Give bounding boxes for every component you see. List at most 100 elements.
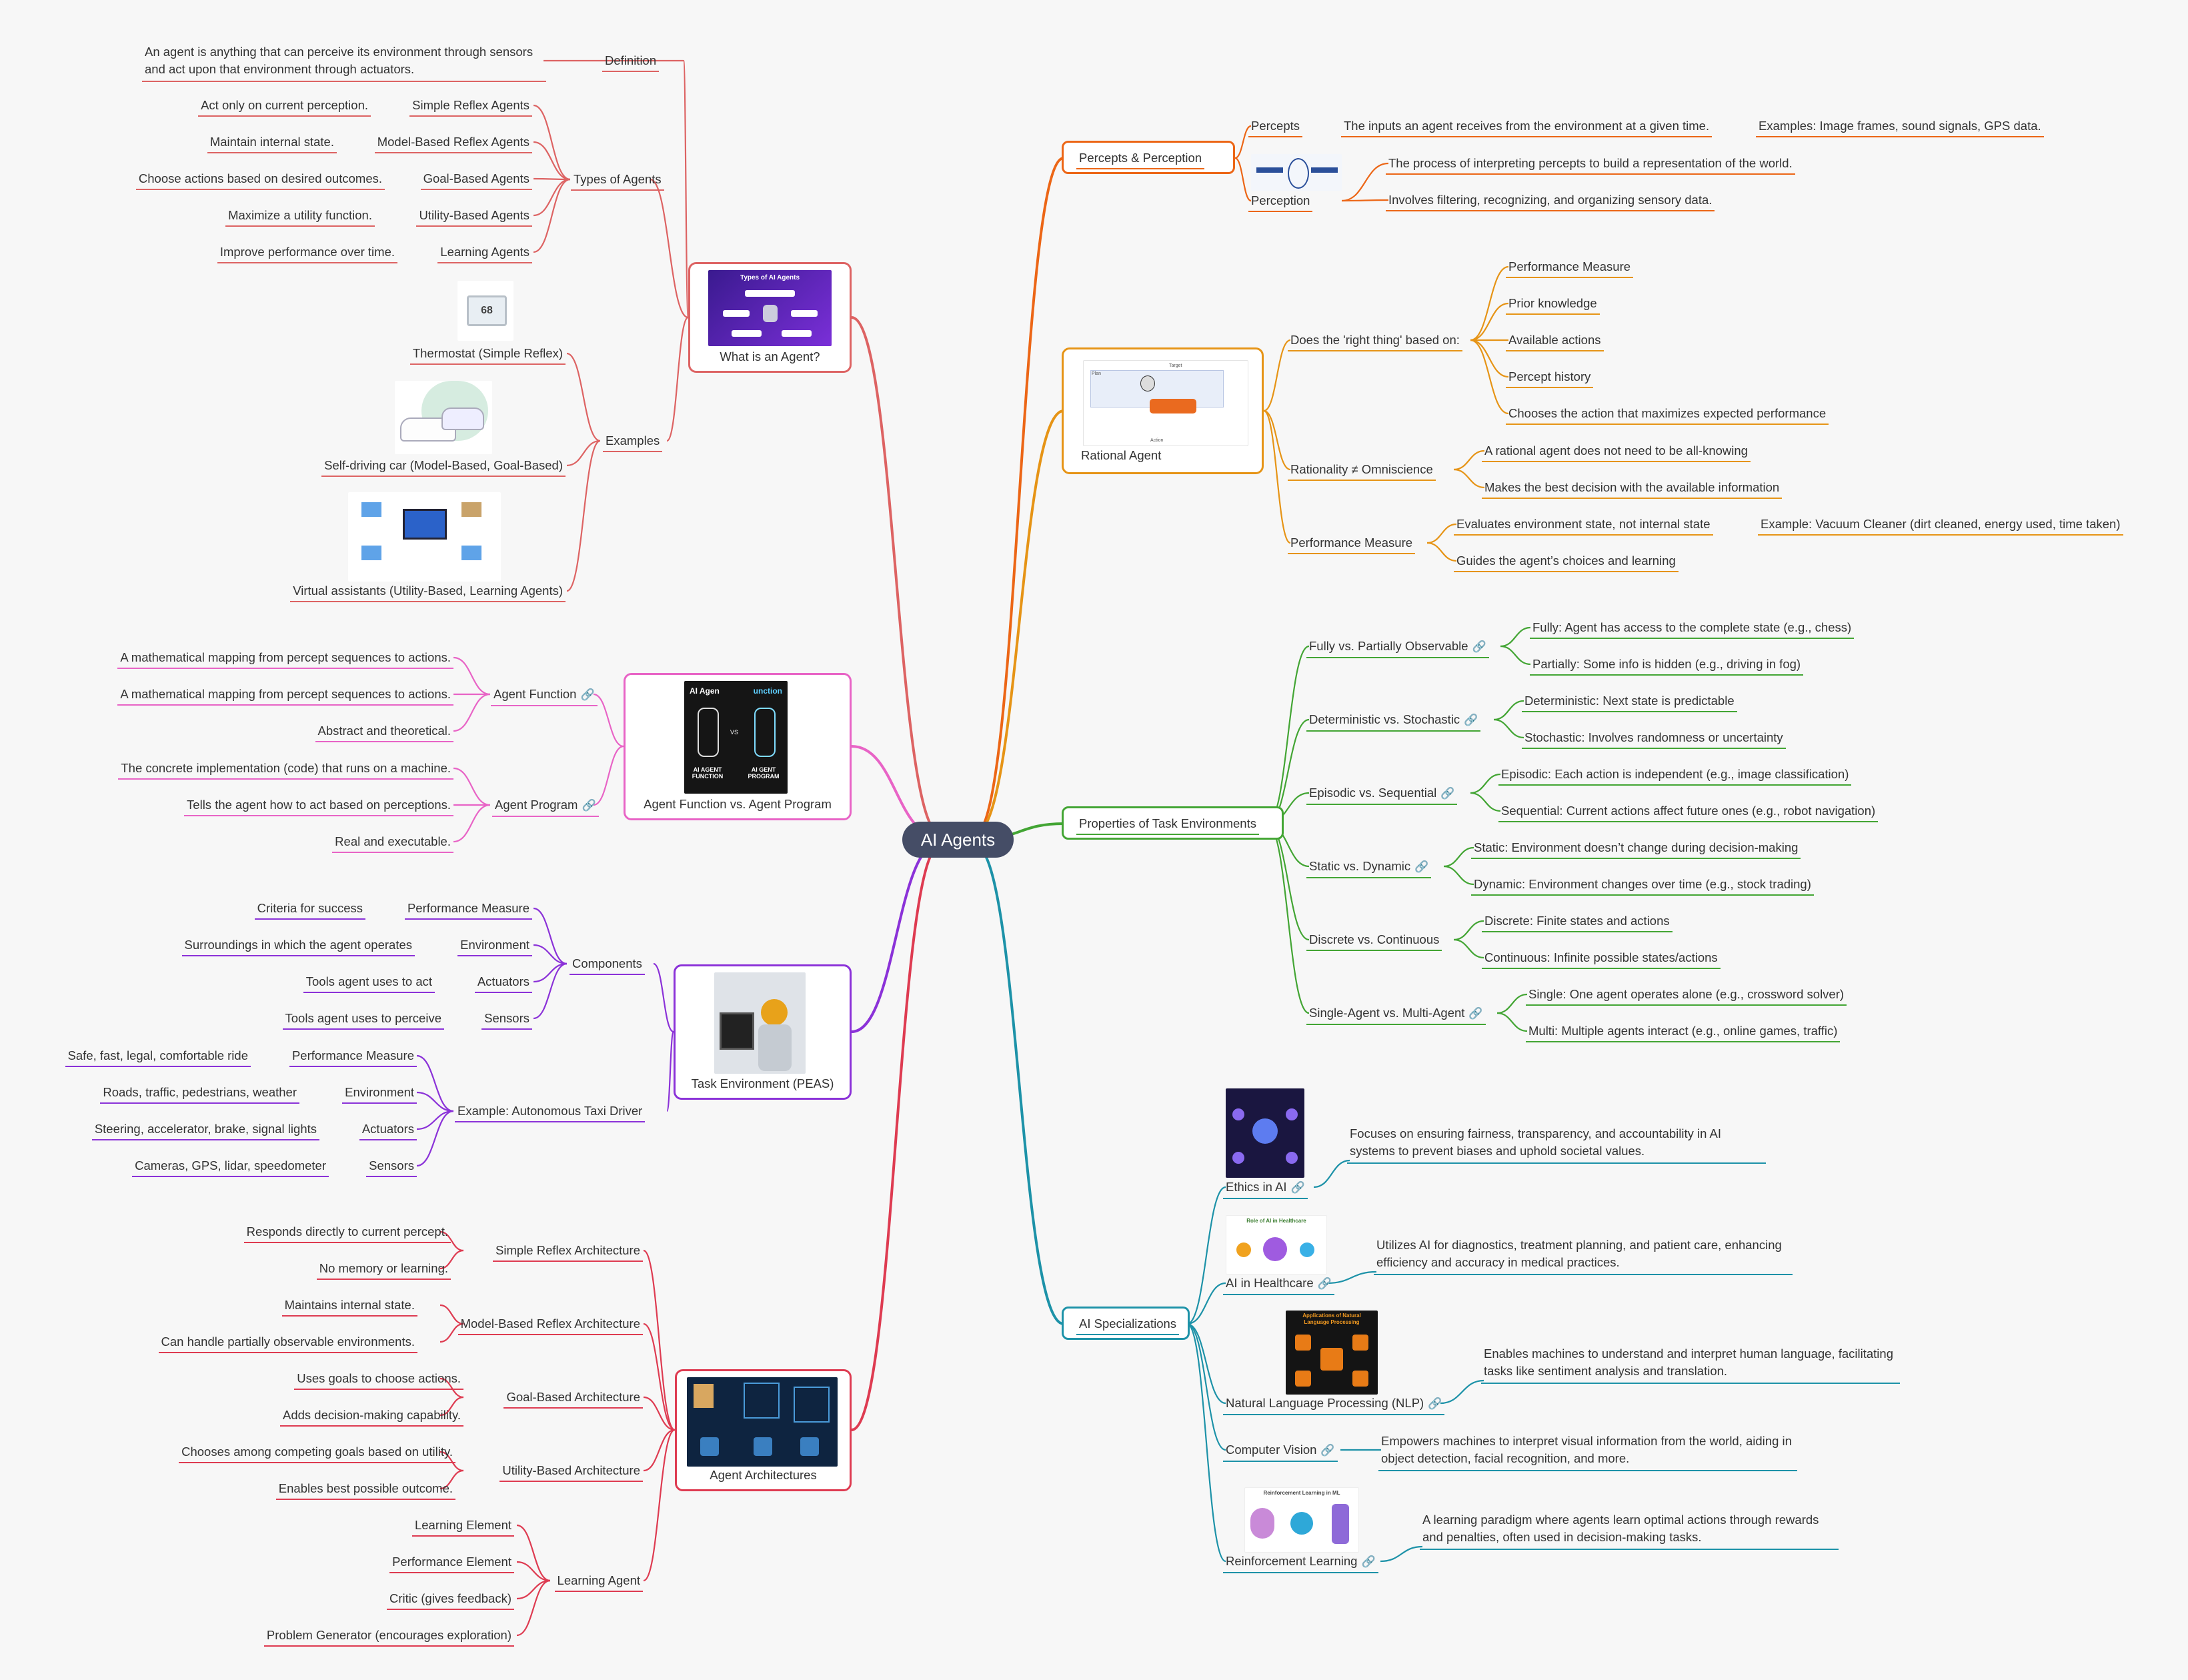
image-label-plan: Plan — [1092, 371, 1102, 376]
link-icon[interactable]: 🔗 — [1290, 1181, 1305, 1194]
performance-measure-node[interactable]: Performance Measure — [1287, 536, 1416, 554]
nlp-image-heading: Applications of Natural Language Process… — [1302, 1313, 1361, 1325]
connector — [1186, 1323, 1226, 1563]
component-name[interactable]: Environment — [457, 938, 532, 956]
specialization-node[interactable]: Ethics in AI🔗 — [1223, 1179, 1308, 1199]
connector — [1234, 125, 1252, 159]
taxi-component-name[interactable]: Sensors — [366, 1158, 417, 1177]
agent-type-name[interactable]: Learning Agents — [437, 245, 532, 263]
right-thing-item: Available actions — [1506, 333, 1603, 351]
connector — [1470, 339, 1509, 415]
connector — [1266, 822, 1310, 1014]
connector — [516, 1579, 551, 1637]
right-thing-node[interactable]: Does the 'right thing' based on: — [1288, 333, 1462, 351]
taxi-component-desc: Cameras, GPS, lidar, speedometer — [132, 1158, 329, 1177]
connector — [643, 1249, 676, 1431]
link-icon[interactable]: 🔗 — [582, 799, 596, 812]
property-node[interactable]: Discrete vs. Continuous — [1306, 932, 1442, 951]
connector — [416, 1110, 454, 1167]
link-icon[interactable]: 🔗 — [1361, 1555, 1376, 1568]
architecture-item: Responds directly to current percept. — [243, 1224, 451, 1243]
specialization-node[interactable]: Computer Vision🔗 — [1223, 1442, 1338, 1462]
taxi-example-node[interactable]: Example: Autonomous Taxi Driver — [454, 1104, 646, 1122]
agent-program-node[interactable]: Agent Program 🔗 — [492, 797, 599, 817]
connector — [682, 59, 690, 319]
connector — [1493, 718, 1524, 739]
topic-title: Percepts & Perception — [1079, 151, 1202, 165]
link-icon[interactable]: 🔗 — [1472, 640, 1486, 653]
topic-agent-function-vs-program[interactable]: AI Agen unction VS AI AGENT FUNCTION AI … — [624, 673, 852, 820]
taxi-component-name[interactable]: Performance Measure — [289, 1048, 417, 1067]
connector — [516, 1561, 551, 1582]
link-icon[interactable]: 🔗 — [1440, 787, 1455, 800]
link-icon[interactable]: 🔗 — [1317, 1277, 1332, 1290]
components-node[interactable]: Components — [570, 956, 645, 975]
topic-rational-agent[interactable]: Plan Target Action Rational Agent — [1062, 347, 1264, 474]
link-icon[interactable]: 🔗 — [1428, 1397, 1442, 1410]
examples-node[interactable]: Examples — [602, 434, 663, 452]
component-name[interactable]: Performance Measure — [404, 901, 533, 920]
component-name[interactable]: Actuators — [474, 974, 533, 993]
specialization-node[interactable]: AI in Healthcare🔗 — [1223, 1275, 1334, 1295]
topic-what-is-an-agent[interactable]: Types of AI Agents What is an Agent? — [688, 262, 852, 373]
connector — [1470, 265, 1509, 341]
link-icon[interactable]: 🔗 — [580, 688, 595, 701]
specialization-node[interactable]: Natural Language Processing (NLP)🔗 — [1222, 1395, 1445, 1415]
rationality-item: A rational agent does not need to be all… — [1482, 444, 1751, 462]
perception-item: Involves filtering, recognizing, and org… — [1385, 193, 1715, 211]
taxi-component-name[interactable]: Actuators — [359, 1122, 417, 1140]
perception-node[interactable]: Perception — [1248, 193, 1313, 212]
agent-type-name[interactable]: Goal-Based Agents — [420, 171, 533, 190]
topic-properties-task-environments[interactable]: Properties of Task Environments — [1062, 806, 1284, 840]
property-node[interactable]: Deterministic vs. Stochastic🔗 — [1306, 712, 1481, 732]
agent-type-name[interactable]: Utility-Based Agents — [416, 208, 532, 227]
connector — [1453, 468, 1485, 489]
types-of-agents-node[interactable]: Types of Agents — [571, 172, 664, 191]
property-node[interactable]: Single-Agent vs. Multi-Agent🔗 — [1306, 1005, 1486, 1025]
architecture-name[interactable]: Goal-Based Architecture — [503, 1390, 643, 1409]
root-topic[interactable]: AI Agents — [902, 822, 1014, 858]
definition-node[interactable]: Definition — [602, 53, 660, 72]
topic-percepts-perception[interactable]: Percepts & Perception — [1062, 141, 1235, 174]
agent-program-label: Agent Program — [495, 798, 578, 812]
example-item[interactable]: Thermostat (Simple Reflex) — [409, 346, 566, 365]
architecture-item: Can handle partially observable environm… — [158, 1335, 417, 1353]
topic-ai-specializations[interactable]: AI Specializations — [1062, 1307, 1190, 1340]
component-desc: Tools agent uses to act — [303, 974, 435, 993]
virtual-assistants-image — [348, 492, 501, 582]
agent-function-node[interactable]: Agent Function🔗 — [491, 686, 598, 706]
architecture-item: Uses goals to choose actions. — [294, 1371, 463, 1390]
connector — [416, 1054, 454, 1112]
link-icon[interactable]: 🔗 — [1464, 714, 1478, 726]
property-node[interactable]: Fully vs. Partially Observable🔗 — [1306, 638, 1489, 658]
link-icon[interactable]: 🔗 — [1468, 1007, 1483, 1020]
property-node[interactable]: Episodic vs. Sequential🔗 — [1306, 785, 1458, 805]
architecture-name[interactable]: Simple Reflex Architecture — [493, 1243, 643, 1262]
example-item[interactable]: Self-driving car (Model-Based, Goal-Base… — [321, 458, 566, 477]
architecture-item: Adds decision-making capability. — [279, 1408, 464, 1427]
example-item[interactable]: Virtual assistants (Utility-Based, Learn… — [290, 584, 566, 602]
architecture-name[interactable]: Learning Agent — [554, 1573, 644, 1592]
link-icon[interactable]: 🔗 — [1320, 1444, 1335, 1457]
agent-type-name[interactable]: Simple Reflex Agents — [409, 98, 532, 117]
agent-function-label: Agent Function — [493, 687, 577, 701]
architecture-name[interactable]: Model-Based Reflex Architecture — [457, 1317, 644, 1335]
topic-agent-architectures[interactable]: Agent Architectures — [675, 1369, 852, 1491]
component-name[interactable]: Sensors — [481, 1011, 532, 1030]
link-icon[interactable]: 🔗 — [1414, 860, 1429, 873]
topic-title: Agent Architectures — [710, 1468, 817, 1482]
percepts-node[interactable]: Percepts — [1248, 119, 1303, 137]
connector — [453, 693, 491, 732]
property-node[interactable]: Static vs. Dynamic🔗 — [1306, 858, 1432, 878]
rationality-omniscience-node[interactable]: Rationality ≠ Omniscience — [1288, 462, 1436, 481]
agent-type-name[interactable]: Model-Based Reflex Agents — [374, 135, 533, 153]
architecture-name[interactable]: Utility-Based Architecture — [499, 1463, 643, 1482]
topic-task-environment[interactable]: Task Environment (PEAS) — [674, 964, 852, 1100]
agent-program-item: Real and executable. — [332, 834, 453, 853]
property-item: Fully: Agent has access to the complete … — [1529, 620, 1855, 639]
specialization-desc: A learning paradigm where agents learn o… — [1420, 1511, 1839, 1550]
topic-title: AI Specializations — [1079, 1317, 1177, 1331]
specialization-node[interactable]: Reinforcement Learning🔗 — [1223, 1553, 1378, 1573]
taxi-component-name[interactable]: Environment — [342, 1085, 417, 1104]
image-caption-left: AI AGENT FUNCTION — [692, 766, 724, 780]
